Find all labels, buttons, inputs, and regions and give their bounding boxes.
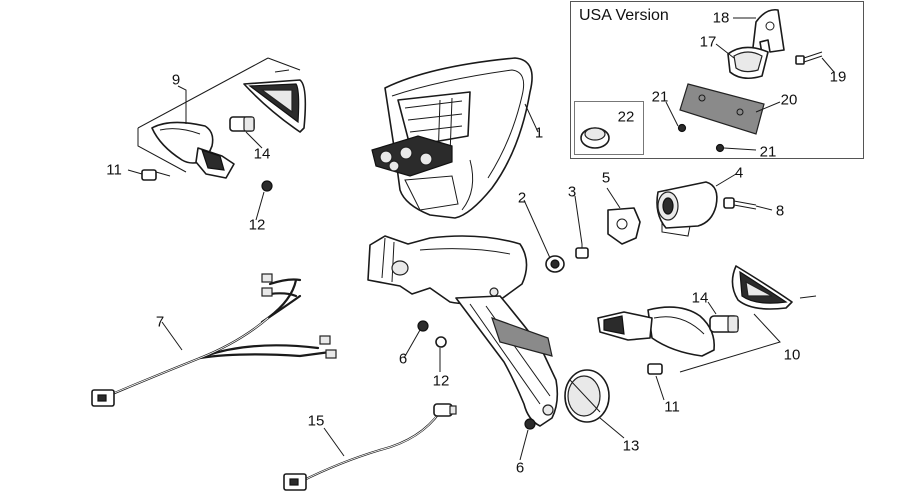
part-11-screw-right <box>647 363 663 375</box>
part-12-nut-top <box>261 180 273 192</box>
part-17-lens <box>727 46 769 80</box>
part-20-reflector-plate <box>679 83 765 135</box>
callout-11-top: 11 <box>106 161 122 179</box>
part-8-screw <box>723 197 757 210</box>
callout-21-upper: 21 <box>651 88 669 106</box>
callout-9: 9 <box>171 71 181 89</box>
callout-14-top: 14 <box>253 145 271 163</box>
part-4-plate-light <box>656 181 718 237</box>
callout-7: 7 <box>155 313 165 331</box>
part-15-cable <box>283 403 457 491</box>
part-6-nut-lower <box>524 418 536 430</box>
part-22-grommet <box>580 127 610 149</box>
callout-6-lower: 6 <box>515 459 525 477</box>
part-19-screw <box>795 51 823 65</box>
part-3-bush <box>575 244 589 259</box>
part-12-washer-lower <box>435 336 447 348</box>
callout-10: 10 <box>783 346 801 364</box>
usa-version-inset-frame <box>570 1 864 159</box>
usa-version-title: USA Version <box>579 7 669 24</box>
callout-21-lower: 21 <box>759 143 777 161</box>
callout-12-lower: 12 <box>432 372 450 390</box>
part-1-tail-fairing <box>371 57 533 219</box>
callout-2: 2 <box>517 189 527 207</box>
callout-17: 17 <box>699 33 717 51</box>
callout-6-upper: 6 <box>398 350 408 368</box>
part-13-reflector <box>564 369 610 423</box>
callout-13: 13 <box>622 437 640 455</box>
callout-20: 20 <box>780 91 798 109</box>
part-18-bracket <box>751 8 785 57</box>
leader-lines <box>127 17 835 461</box>
license-plate-holder <box>367 235 559 427</box>
callout-5: 5 <box>601 169 611 187</box>
callout-12-top: 12 <box>248 216 266 234</box>
part-21-nut-lower <box>715 143 725 153</box>
part-11-screw-top <box>141 169 171 181</box>
part-22-subframe <box>574 101 644 155</box>
part-7-wiring-harness <box>91 273 337 407</box>
part-10-turn-signal <box>597 265 817 373</box>
callout-3: 3 <box>567 183 577 201</box>
callout-4: 4 <box>734 164 744 182</box>
callout-19: 19 <box>829 68 847 86</box>
part-9-turn-signal <box>137 57 307 179</box>
part-2-grommet <box>545 255 565 273</box>
callout-8: 8 <box>775 202 785 220</box>
callout-1: 1 <box>534 124 544 142</box>
part-6-nut-upper <box>417 320 429 332</box>
callout-18: 18 <box>712 9 730 27</box>
part-5-gasket <box>607 207 641 245</box>
callout-11-right: 11 <box>664 398 680 416</box>
callout-14-right: 14 <box>691 289 709 307</box>
part-21-nut-upper <box>677 123 687 133</box>
callout-15: 15 <box>307 412 325 430</box>
callout-22: 22 <box>617 108 635 126</box>
